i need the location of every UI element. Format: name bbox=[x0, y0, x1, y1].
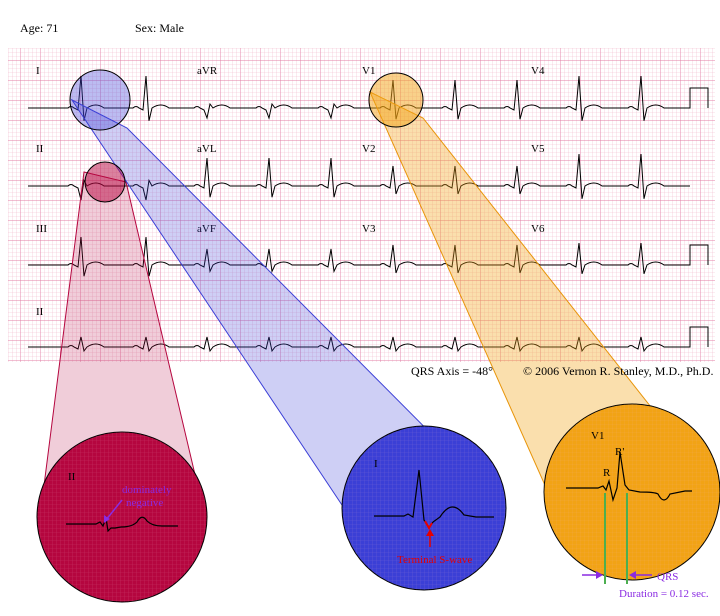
ecg-trace-row-2 bbox=[28, 153, 690, 201]
lead-label-v6: V6 bbox=[531, 223, 545, 235]
lead-i-zoom: I Terminal S-wave bbox=[341, 425, 507, 591]
lead-label-v2: V2 bbox=[362, 143, 375, 155]
age-label: Age: 71 bbox=[20, 21, 59, 35]
lead-label-i: I bbox=[36, 65, 40, 77]
lead-i-zoom-trace bbox=[374, 469, 494, 530]
ecg-trace-row-4 bbox=[28, 326, 709, 353]
lead-v1-zoom-trace bbox=[566, 451, 692, 503]
lead-i-source-circle bbox=[69, 69, 131, 131]
lead-label-iii: III bbox=[36, 223, 47, 235]
lead-label-v3: V3 bbox=[362, 223, 376, 235]
lead-v1-r-prime-label: R' bbox=[615, 446, 624, 458]
lead-v1-zoom-label: V1 bbox=[591, 430, 604, 442]
lead-v1-zoom: V1 R R' bbox=[543, 403, 720, 581]
ecg-trace-row-3 bbox=[28, 236, 709, 277]
lead-ii-zoom-trace bbox=[66, 515, 178, 533]
lead-i-terminal-s-highlight bbox=[424, 520, 433, 530]
lead-i-zoom-label: I bbox=[374, 458, 378, 470]
lead-label-v5: V5 bbox=[531, 143, 545, 155]
lead-label-avf: aVF bbox=[197, 223, 216, 235]
qrs-duration-markers: QRS Duration = 0.12 sec. bbox=[582, 493, 709, 600]
ecg-grid bbox=[8, 48, 715, 362]
lead-ii-source-circle bbox=[84, 161, 126, 203]
lead-ii-annotation-line1: dominately bbox=[122, 484, 172, 496]
lead-label-ii: II bbox=[36, 143, 44, 155]
lead-label-v4: V4 bbox=[531, 65, 545, 77]
lead-label-avl: aVL bbox=[197, 143, 217, 155]
lead-label-v1: V1 bbox=[362, 65, 375, 77]
copyright-label: © 2006 Vernon R. Stanley, M.D., Ph.D. bbox=[523, 364, 713, 378]
lead-v1-r-label: R bbox=[603, 467, 611, 479]
lead-ii-zoom-label: II bbox=[68, 471, 76, 483]
lead-i-arrow-head bbox=[426, 529, 434, 536]
qrs-duration-label: Duration = 0.12 sec. bbox=[619, 588, 709, 600]
lead-ii-arrow-head bbox=[104, 515, 110, 523]
sex-label: Sex: Male bbox=[135, 21, 184, 35]
lead-label-avr: aVR bbox=[197, 65, 218, 77]
qrs-axis-label: QRS Axis = -48° bbox=[411, 364, 493, 378]
lead-ii-zoom: II dominately negative bbox=[36, 431, 208, 603]
qrs-label: QRS bbox=[657, 571, 678, 583]
lead-ii-annotation-arrow bbox=[105, 499, 123, 521]
lead-i-annotation: Terminal S-wave bbox=[397, 554, 472, 566]
lead-ii-annotation-line2: negative bbox=[126, 497, 163, 509]
lead-v1-source-circle bbox=[368, 72, 424, 128]
lead-label-ii-rhythm: II bbox=[36, 306, 44, 318]
